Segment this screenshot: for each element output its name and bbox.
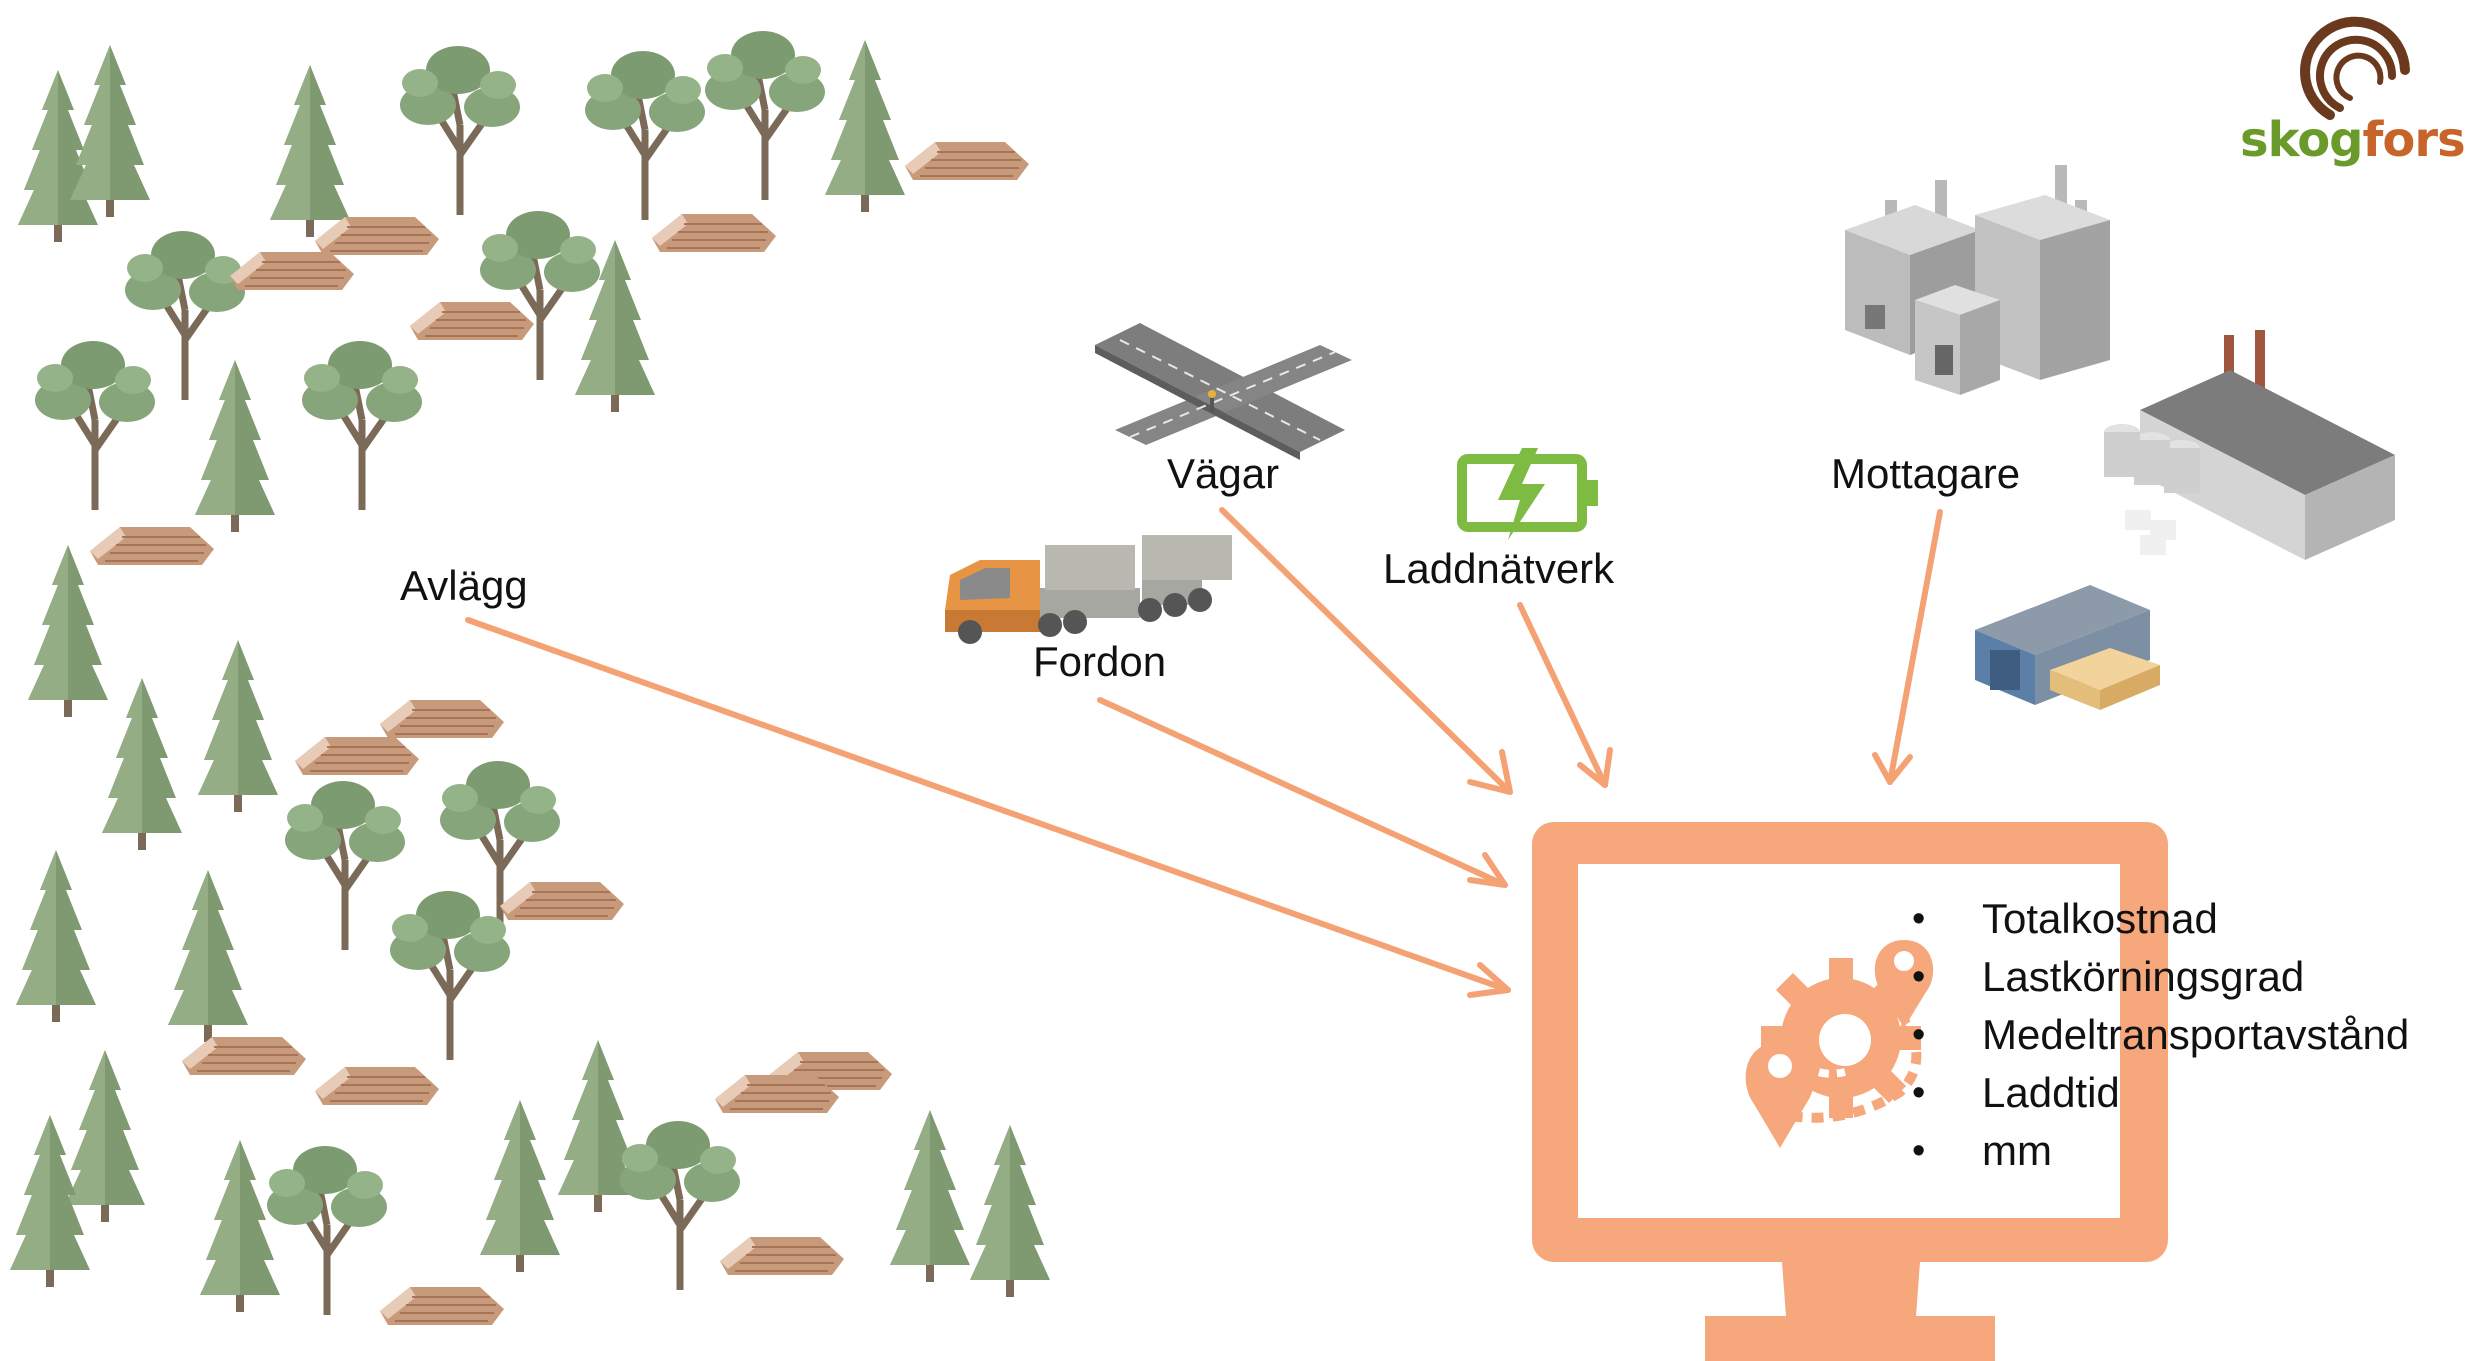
arrows	[465, 507, 1943, 998]
label-mottagare: Mottagare	[1831, 450, 2021, 497]
label-vagar: Vägar	[1167, 450, 1280, 497]
road-intersection-icon	[1095, 323, 1352, 460]
skogforsk-logo-icon	[2300, 16, 2410, 120]
route-optimization-icon	[1745, 940, 1934, 1148]
logo-part-forsk: forsk	[2362, 112, 2466, 168]
arrow-laddnatverk	[1517, 602, 1608, 788]
metric-item: Medeltransportavstånd	[1912, 1006, 2409, 1064]
battery-charging-icon	[1457, 448, 1598, 540]
arrow-fordon	[1097, 697, 1508, 888]
label-fordon: Fordon	[1033, 638, 1167, 685]
arrow-mottagare	[1887, 509, 1943, 785]
forest-illustration	[10, 31, 1050, 1326]
timber-truck-icon	[945, 535, 1232, 644]
metric-item: Totalkostnad	[1912, 890, 2409, 948]
arrow-avlagg	[465, 617, 1511, 993]
metric-item: Lastkörningsgrad	[1912, 948, 2409, 1006]
label-laddnatverk: Laddnätverk	[1383, 545, 1615, 592]
metric-item: mm	[1912, 1122, 2409, 1180]
arrow-vagar	[1219, 507, 1513, 795]
factory-buildings-icon	[1845, 165, 2395, 710]
skogforsk-logo-text: skogforsk	[2240, 112, 2466, 168]
logo-part-skog: skog	[2240, 112, 2364, 168]
metrics-list: Totalkostnad Lastkörningsgrad Medeltrans…	[1912, 890, 2409, 1180]
label-avlagg: Avlägg	[400, 562, 528, 609]
metric-item: Laddtid	[1912, 1064, 2409, 1122]
